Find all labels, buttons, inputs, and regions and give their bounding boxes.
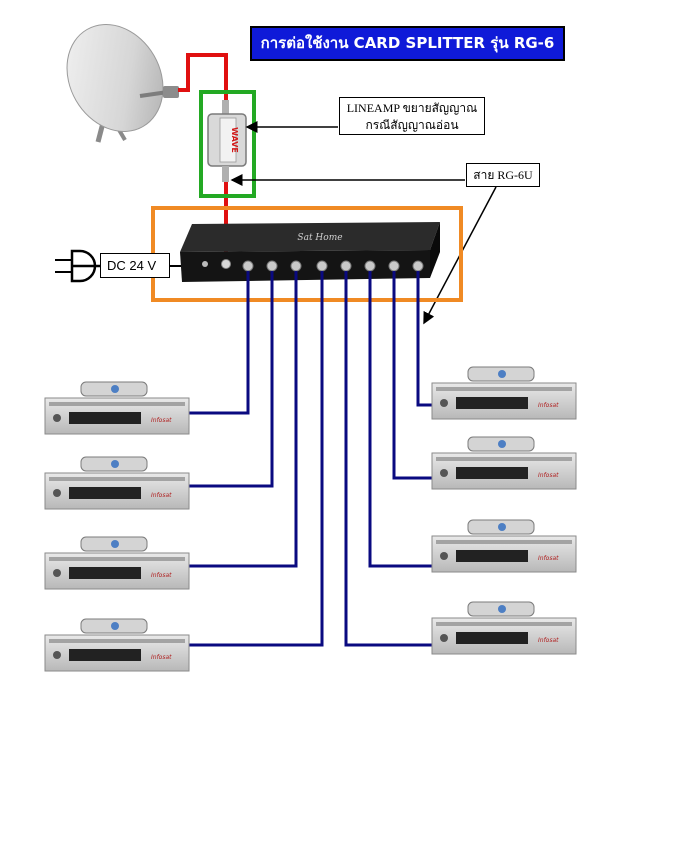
receiver-icon: Infosat — [44, 536, 190, 590]
output-cable — [344, 271, 432, 647]
output-cable — [189, 271, 250, 415]
receiver-brand: Infosat — [538, 402, 559, 409]
diagram-title: การต่อใช้งาน CARD SPLITTER รุ่น RG-6 — [250, 26, 565, 61]
output-port — [364, 260, 376, 272]
cable-label: สาย RG-6U — [473, 168, 533, 182]
output-port — [266, 260, 278, 272]
line-amplifier-icon: WAVE — [207, 100, 247, 182]
output-cable — [189, 271, 298, 568]
splitter-brand: Sat Home — [297, 233, 342, 243]
receiver-brand: Infosat — [151, 417, 172, 424]
receiver-icon: Infosat — [44, 456, 190, 510]
receiver-brand: Infosat — [538, 637, 559, 644]
output-cable — [189, 271, 324, 647]
receiver-brand: Infosat — [151, 572, 172, 579]
output-port — [316, 260, 328, 272]
lineamp-label-line1: LINEAMP ขยายสัญญาณ — [346, 101, 478, 115]
receiver-brand: Infosat — [151, 654, 172, 661]
amp-brand: WAVE — [230, 127, 239, 153]
output-cable — [416, 271, 432, 407]
receiver-brand: Infosat — [538, 472, 559, 479]
output-port — [388, 260, 400, 272]
lineamp-label-line2: กรณีสัญญาณอ่อน — [365, 118, 459, 132]
lineamp-callout: LINEAMP ขยายสัญญาณ กรณีสัญญาณอ่อน — [339, 97, 485, 135]
output-cable — [368, 271, 432, 568]
receiver-icon: Infosat — [431, 366, 577, 420]
output-port — [242, 260, 254, 272]
satellite-dish-icon — [66, 24, 179, 143]
output-cable — [189, 271, 274, 488]
output-cables — [189, 271, 432, 647]
receivers: InfosatInfosatInfosatInfosatInfosatInfos… — [44, 366, 577, 672]
receiver-icon: Infosat — [431, 436, 577, 490]
receiver-brand: Infosat — [538, 555, 559, 562]
receiver-brand: Infosat — [151, 492, 172, 499]
output-cable — [392, 271, 432, 480]
cable-callout: สาย RG-6U — [466, 163, 540, 187]
lineamp-frame — [199, 90, 256, 198]
splitter-ports — [242, 260, 424, 272]
receiver-icon: Infosat — [44, 618, 190, 672]
output-port — [412, 260, 424, 272]
output-port — [340, 260, 352, 272]
receiver-icon: Infosat — [44, 381, 190, 435]
card-splitter-icon: Sat Home — [180, 222, 440, 282]
receiver-icon: Infosat — [431, 601, 577, 655]
output-port — [290, 260, 302, 272]
power-label: DC 24 V — [100, 253, 170, 278]
receiver-icon: Infosat — [431, 519, 577, 573]
